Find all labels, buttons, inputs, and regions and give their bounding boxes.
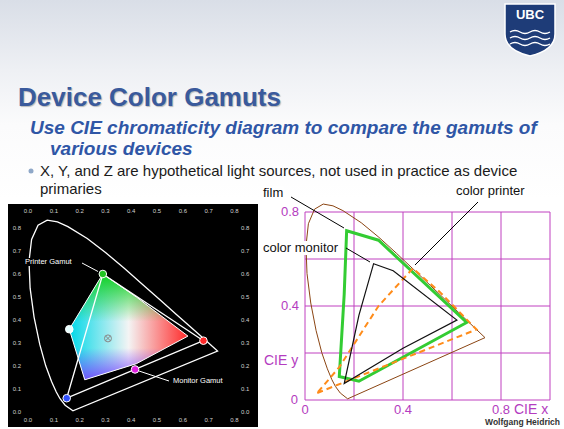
axis-tick-label: 0.7 xyxy=(204,417,212,424)
axis-tick-label: 0.1 xyxy=(50,208,58,215)
axis-tick-label: 0.0 xyxy=(24,208,32,215)
monitor-gamut xyxy=(344,264,457,384)
axis-title: CIE x xyxy=(514,401,548,417)
gamut-label: Monitor Gamut xyxy=(172,377,224,386)
axis-tick-label: 0.5 xyxy=(153,417,161,424)
axis-tick-label: 0.6 xyxy=(241,271,249,278)
leader-line xyxy=(139,371,169,381)
primary-dot xyxy=(99,270,107,278)
axis-tick-label: 0.7 xyxy=(204,208,212,215)
axis-tick-label: 0.8 xyxy=(230,208,238,215)
grid-line xyxy=(305,306,550,307)
axis-tick-label: 0.1 xyxy=(241,386,249,393)
axis-tick-label: 0.3 xyxy=(101,208,109,215)
primary-dot xyxy=(63,394,71,402)
logo-text: UBC xyxy=(516,8,544,23)
axis-tick-label: 0.4 xyxy=(394,403,412,418)
axis-tick-label: 0.0 xyxy=(24,417,32,424)
axis-tick-label: 0.3 xyxy=(241,340,249,347)
axis-tick-label: 0.5 xyxy=(241,294,249,301)
white-point xyxy=(105,336,110,341)
bullet-marker xyxy=(29,169,34,174)
axis-tick-label: 0.8 xyxy=(230,417,238,424)
grid-line xyxy=(305,212,550,213)
leader-line xyxy=(346,248,370,262)
axis-title: CIE y xyxy=(264,352,298,368)
callout-label: color printer xyxy=(455,184,526,199)
axis-tick-label: 0 xyxy=(301,403,308,418)
axis-tick-label: 0.7 xyxy=(241,248,249,255)
subtitle: Use CIE chromaticity diagram to compare … xyxy=(30,117,538,159)
axis-tick-label: 0.4 xyxy=(241,317,249,324)
author-credit: Wolfgang Heidrich xyxy=(485,418,560,428)
axis-tick-label: 0 xyxy=(291,393,298,408)
axis-tick-label: 0.2 xyxy=(13,363,21,370)
axis-tick-label: 0.4 xyxy=(13,317,21,324)
leader-line xyxy=(415,202,478,265)
axis-tick-label: 0.2 xyxy=(75,208,83,215)
axis-tick-label: 0.4 xyxy=(127,417,135,424)
grid-line xyxy=(305,259,550,260)
logo-wave xyxy=(510,37,550,40)
printer-gamut xyxy=(317,268,476,393)
primary-dot xyxy=(200,337,208,345)
primary-dot xyxy=(131,366,139,374)
axis-tick-label: 0.8 xyxy=(281,205,299,220)
gamut-label: Printer Gamut xyxy=(24,258,73,267)
axis-tick-label: 0.8 xyxy=(492,403,510,418)
slide-title: Device Color Gamuts xyxy=(18,83,281,113)
white-point xyxy=(104,335,111,342)
axis-tick-label: 0.0 xyxy=(241,409,249,416)
axis-tick-label: 0.2 xyxy=(241,363,249,370)
logo-wave xyxy=(510,43,550,46)
axis-tick-label: 0.3 xyxy=(101,417,109,424)
logo-shield xyxy=(505,4,555,56)
callout-label: color monitor xyxy=(262,241,339,256)
axis-tick-label: 0.8 xyxy=(13,225,21,232)
axis-tick-label: 0.7 xyxy=(13,248,21,255)
axis-tick-label: 0.4 xyxy=(281,299,299,314)
axis-tick-label: 0.6 xyxy=(179,417,187,424)
axis-tick-label: 0.0 xyxy=(13,409,21,416)
axis-tick-label: 0.1 xyxy=(13,386,21,393)
axis-tick-label: 0.4 xyxy=(127,208,135,215)
primary-dot xyxy=(65,325,73,333)
axis-tick-label: 0.5 xyxy=(13,294,21,301)
axis-tick-label: 0.6 xyxy=(179,208,187,215)
leader-line xyxy=(82,263,98,272)
axis-tick-label: 0.1 xyxy=(50,417,58,424)
axis-tick-label: 0.5 xyxy=(153,208,161,215)
axis-tick-label: 0.3 xyxy=(13,340,21,347)
axis-tick-label: 0.2 xyxy=(75,417,83,424)
spectral-locus xyxy=(306,204,485,399)
logo-wave xyxy=(510,31,550,34)
callout-label: film xyxy=(262,186,284,201)
axis-tick-label: 0.8 xyxy=(241,225,249,232)
diagram-background xyxy=(8,204,258,427)
axis-tick-label: 0.6 xyxy=(13,271,21,278)
